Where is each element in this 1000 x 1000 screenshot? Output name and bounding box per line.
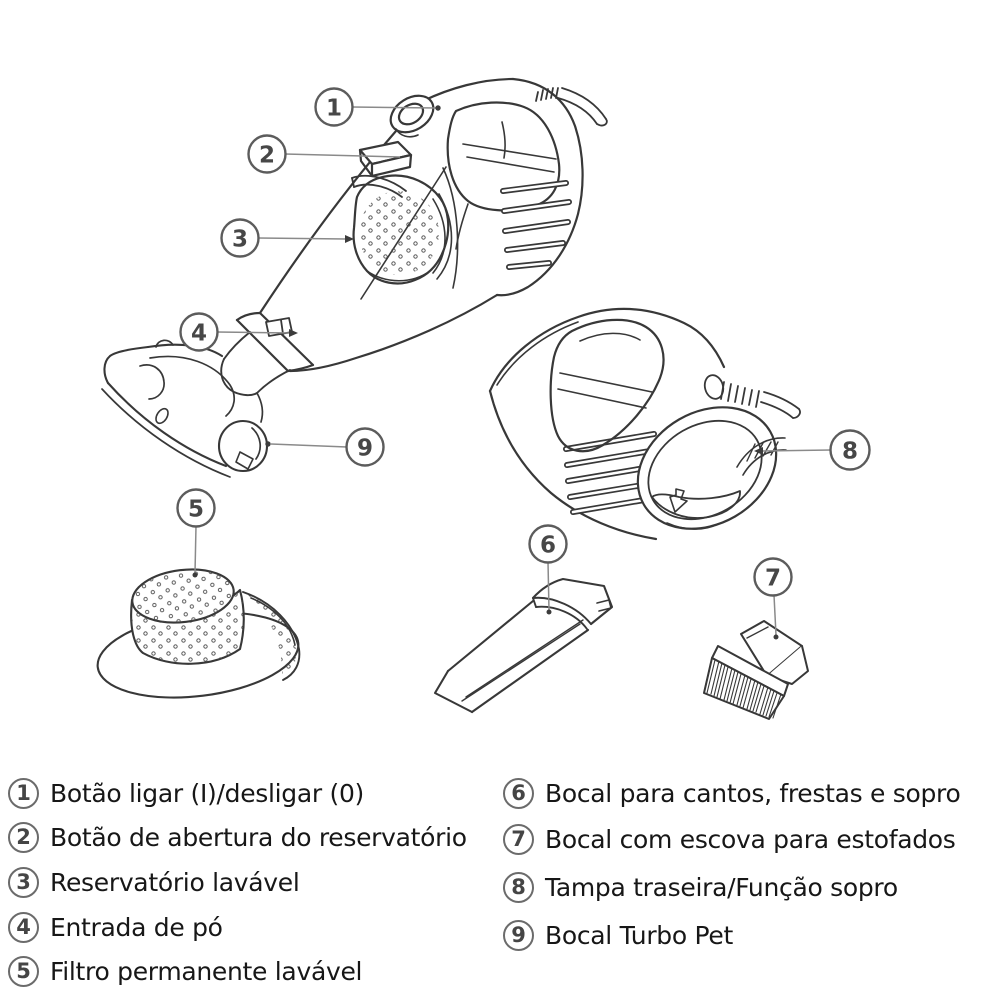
reservoir-release-button bbox=[358, 140, 413, 178]
callout-4: 4 bbox=[179, 312, 298, 352]
legend-number-badge: 3 bbox=[8, 866, 39, 898]
legend-item-2: 2 Botão de abertura do reservatório bbox=[8, 820, 467, 854]
washable-filter bbox=[96, 568, 301, 699]
legend-item-6: 6 Bocal para cantos, frestas e sopro bbox=[503, 776, 961, 810]
vacuum-rear-view bbox=[488, 307, 801, 541]
legend-label: Bocal com escova para estofados bbox=[545, 824, 956, 854]
callout-1: 1 bbox=[314, 87, 441, 127]
parts-diagram: 1 2 3 4 5 6 bbox=[96, 77, 871, 720]
legend-item-9: 9 Bocal Turbo Pet bbox=[503, 918, 733, 952]
callout-7: 7 bbox=[753, 557, 793, 640]
legend-number-badge: 6 bbox=[503, 777, 534, 809]
legend-label: Botão de abertura do reservatório bbox=[50, 822, 467, 852]
svg-text:5: 5 bbox=[188, 497, 204, 523]
svg-text:3: 3 bbox=[232, 227, 248, 253]
callout-6: 6 bbox=[528, 524, 568, 615]
brush-nozzle bbox=[703, 620, 809, 720]
legend-item-7: 7 Bocal com escova para estofados bbox=[503, 822, 956, 856]
vacuum-side-view bbox=[220, 77, 608, 397]
rear-power-cord bbox=[703, 374, 801, 419]
legend-label: Reservatório lavável bbox=[50, 867, 300, 897]
turbo-pet-nozzle bbox=[101, 339, 269, 478]
rear-handle-opening bbox=[549, 318, 665, 453]
callout-2: 2 bbox=[247, 134, 401, 174]
callout-5: 5 bbox=[176, 488, 216, 578]
legend-number-badge: 8 bbox=[503, 871, 534, 903]
side-vents bbox=[500, 180, 572, 270]
legend-item-5: 5 Filtro permanente lavável bbox=[8, 954, 363, 988]
callout-3: 3 bbox=[220, 218, 354, 258]
legend-label: Bocal Turbo Pet bbox=[545, 920, 733, 950]
legend-number-badge: 9 bbox=[503, 919, 534, 951]
legend-item-3: 3 Reservatório lavável bbox=[8, 865, 300, 899]
legend-label: Filtro permanente lavável bbox=[50, 956, 363, 986]
legend-number-badge: 4 bbox=[8, 911, 39, 943]
legend-item-1: 1 Botão ligar (I)/desligar (0) bbox=[8, 776, 364, 810]
callout-8: 8 bbox=[754, 429, 871, 471]
legend-item-4: 4 Entrada de pó bbox=[8, 910, 223, 944]
legend-number-badge: 1 bbox=[8, 777, 39, 809]
crevice-nozzle bbox=[433, 577, 614, 714]
brush-bristles bbox=[703, 657, 782, 719]
legend-label: Entrada de pó bbox=[50, 912, 223, 942]
svg-text:4: 4 bbox=[191, 321, 207, 347]
svg-text:7: 7 bbox=[765, 566, 781, 592]
callout-9: 9 bbox=[265, 427, 385, 467]
svg-text:1: 1 bbox=[326, 96, 342, 122]
legend-label: Bocal para cantos, frestas e sopro bbox=[545, 778, 961, 808]
legend-label: Botão ligar (I)/desligar (0) bbox=[50, 778, 365, 808]
legend-number-badge: 7 bbox=[503, 823, 534, 855]
legend-number-badge: 5 bbox=[8, 955, 39, 987]
power-cord bbox=[535, 87, 608, 127]
svg-text:9: 9 bbox=[357, 436, 373, 462]
svg-text:8: 8 bbox=[842, 439, 858, 465]
svg-text:6: 6 bbox=[540, 533, 556, 559]
svg-text:2: 2 bbox=[259, 143, 275, 169]
legend-number-badge: 2 bbox=[8, 821, 39, 853]
legend-label: Tampa traseira/Função sopro bbox=[545, 872, 898, 902]
legend-item-8: 8 Tampa traseira/Função sopro bbox=[503, 870, 898, 904]
blow-arrow-icon bbox=[669, 488, 688, 513]
dust-reservoir bbox=[351, 174, 453, 285]
